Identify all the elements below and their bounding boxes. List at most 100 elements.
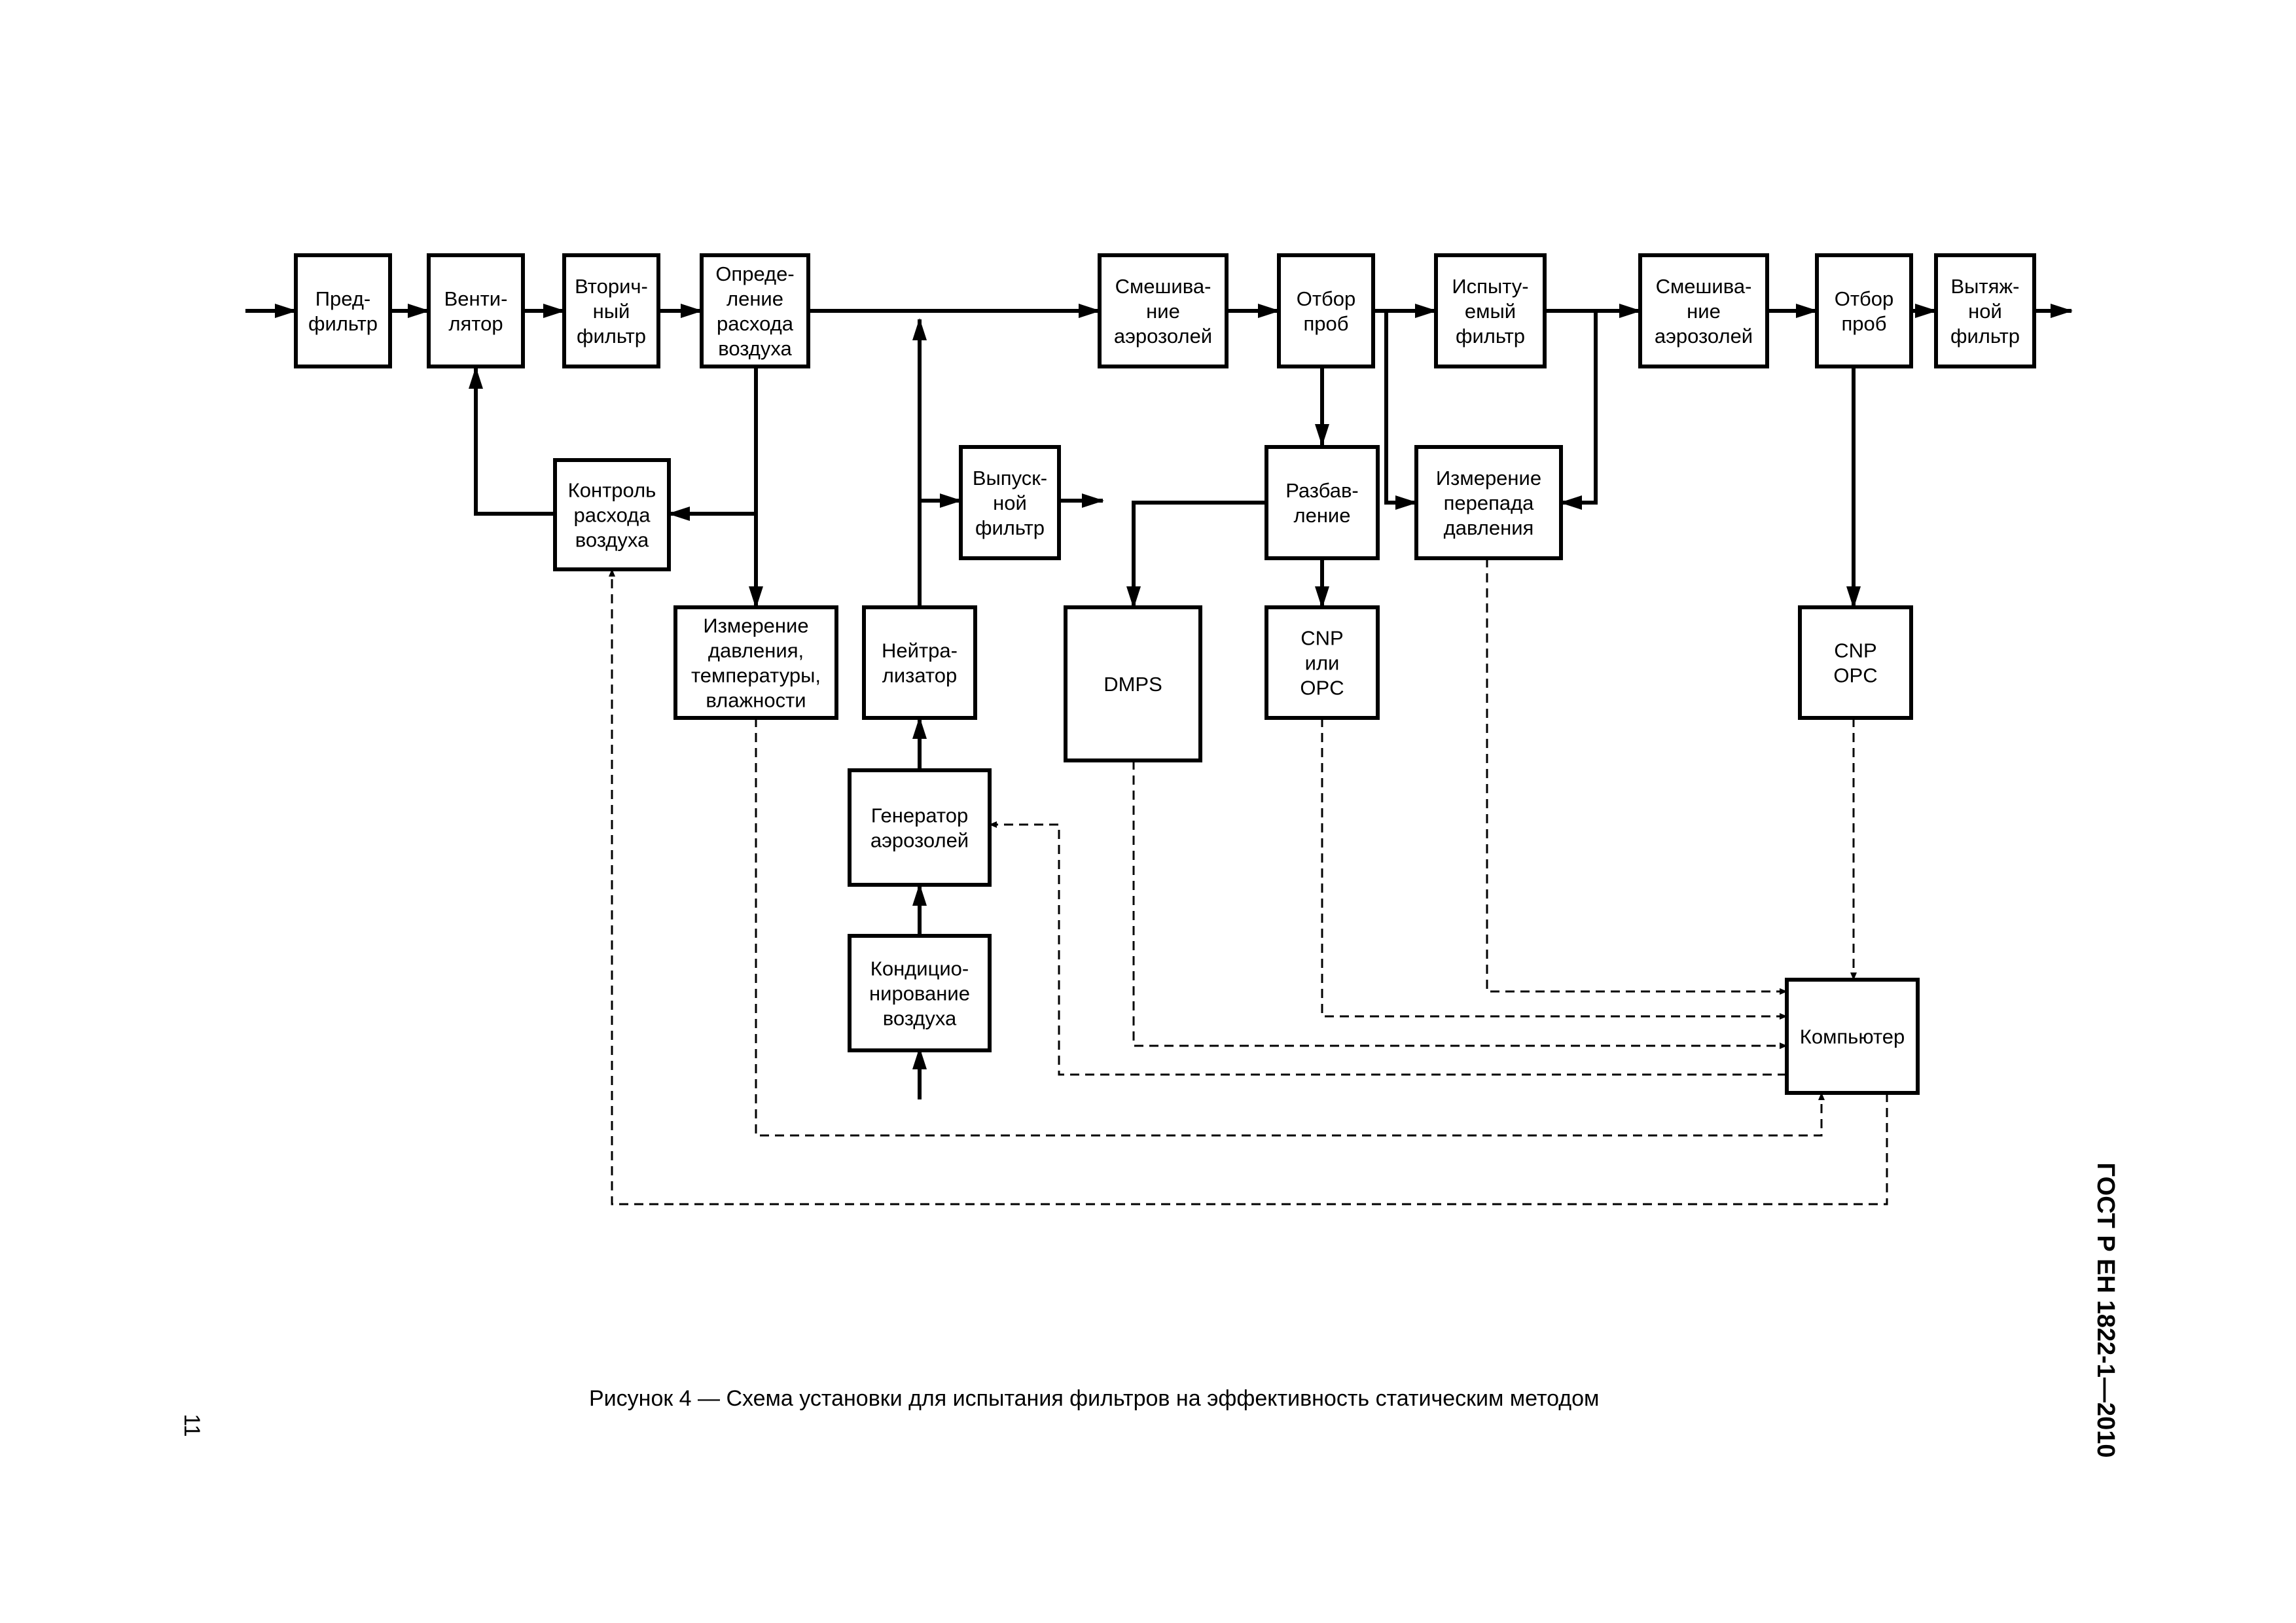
block-label-line: или <box>1305 652 1340 675</box>
block-label-line: ление <box>726 287 783 310</box>
block-label-line: воздуха <box>883 1007 957 1030</box>
block-frame <box>959 445 1061 560</box>
block-frame <box>1798 605 1913 720</box>
block-label-line: проб <box>1303 312 1348 335</box>
figure-caption: Рисунок 4 — Схема установки для испытани… <box>589 1386 1600 1411</box>
block-label-line: ние <box>1687 300 1721 323</box>
airflow-lines <box>245 304 2073 1099</box>
block-label-line: аэрозолей <box>870 829 969 852</box>
arrow-dilution-to-dmps <box>1126 501 1266 609</box>
block-label-line: Нейтра- <box>882 639 958 662</box>
block-frame <box>553 458 671 571</box>
block-label-line: перепада <box>1444 491 1535 514</box>
block-label-line: Кондицио- <box>870 957 969 980</box>
block-label-line: Измерение <box>1436 467 1541 490</box>
block-label-line: фильтр <box>1950 325 2020 348</box>
block-frame <box>1265 445 1380 560</box>
signal-pressure-drop-to-computer <box>1486 558 1787 995</box>
block-label-line: OPC <box>1300 677 1344 700</box>
block-frame <box>1934 253 2036 368</box>
block-label-line: расхода <box>717 312 794 335</box>
block-label-line: Венти- <box>444 287 508 310</box>
block-frame <box>1785 978 1920 1095</box>
block-label-line: OPC <box>1833 664 1877 687</box>
block-label-line: Вторич- <box>575 275 648 298</box>
block-label-line: Измерение <box>703 615 808 637</box>
block-label-line: фильтр <box>577 325 646 348</box>
block-label-line: давления, <box>708 639 804 662</box>
block-dmps: DMPS <box>1064 605 1202 762</box>
block-label-line: Смешива- <box>1656 275 1752 298</box>
block-label-line: фильтр <box>308 312 378 335</box>
block-frame <box>848 934 992 1052</box>
block-frame <box>1265 605 1380 720</box>
block-label-line: Испыту- <box>1452 275 1528 298</box>
block-label-line: Выпуск- <box>973 467 1047 490</box>
block-label-line: Разбав- <box>1285 479 1358 502</box>
block-neutralizer: Нейтра-лизатор <box>862 605 977 720</box>
block-label-line: фильтр <box>1456 325 1525 348</box>
block-label-line: расхода <box>573 504 651 527</box>
block-label-line: CNP <box>1300 627 1343 650</box>
block-fan: Венти-лятор <box>427 253 525 368</box>
block-frame <box>1098 253 1229 368</box>
block-label-line: аэрозолей <box>1655 325 1753 348</box>
block-label-line: давления <box>1444 516 1534 539</box>
arrow-upstream-tap <box>1384 311 1418 510</box>
block-label-line: нирование <box>869 982 970 1005</box>
block-label-line: лизатор <box>882 664 958 687</box>
standard-designation: ГОСТ Р ЕН 1822-1—2010 <box>2092 1162 2119 1458</box>
block-label-line: лятор <box>448 312 503 335</box>
block-label-line: Смешива- <box>1115 275 1211 298</box>
block-label-line: CNP <box>1834 639 1876 662</box>
block-frame <box>1638 253 1769 368</box>
block-label-line: Пред- <box>315 287 371 310</box>
signal-computer-to-airflow-control <box>609 569 1888 1205</box>
block-label-line: ный <box>593 300 630 323</box>
block-label-line: Отбор <box>1297 287 1356 310</box>
block-label-line: Опреде- <box>715 262 794 285</box>
signal-lines <box>609 558 1888 1205</box>
block-label-line: Компьютер <box>1800 1026 1905 1048</box>
block-dilution: Разбав-ление <box>1265 445 1380 560</box>
block-label-line: ной <box>1968 300 2002 323</box>
arrow-downstream-tap <box>1560 311 1598 510</box>
block-label-line: проб <box>1841 312 1886 335</box>
block-frame <box>1277 253 1375 368</box>
signal-ptm-to-computer <box>755 718 1825 1137</box>
block-computer: Компьютер <box>1785 978 1920 1095</box>
block-label-line: DMPS <box>1103 673 1162 696</box>
block-frame <box>1414 445 1563 560</box>
block-label-line: воздуха <box>575 529 649 552</box>
block-label-line: влажности <box>706 689 806 712</box>
block-label-line: Вытяж- <box>1950 275 2019 298</box>
block-label-line: фильтр <box>975 516 1045 539</box>
block-label-line: емый <box>1465 300 1516 323</box>
block-frame <box>1815 253 1913 368</box>
block-label-line: Контроль <box>568 479 656 502</box>
signal-computer-to-generator <box>989 821 1787 1076</box>
block-frame <box>1064 605 1202 762</box>
block-label-line: ление <box>1293 504 1350 527</box>
block-frame <box>1434 253 1547 368</box>
block-frame <box>294 253 392 368</box>
block-frame <box>700 253 810 368</box>
block-label-line: ние <box>1146 300 1180 323</box>
